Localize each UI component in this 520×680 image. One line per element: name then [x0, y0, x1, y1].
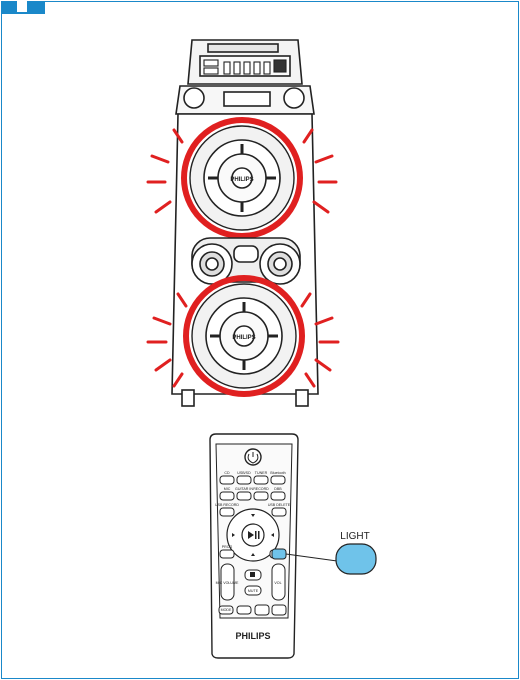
speaker-brand-upper: PHILIPS	[230, 177, 253, 183]
remote-label-record: RECORD	[253, 487, 269, 491]
remote-label-usb-record: USB RECORD	[215, 503, 239, 507]
remote-label-vol: VOL	[274, 581, 281, 585]
remote-label-mute: MUTE	[248, 589, 259, 593]
remote-brand: PHILIPS	[235, 631, 270, 641]
remote-label-mode: MODE	[221, 608, 232, 612]
remote-label-cd: CD	[224, 471, 230, 475]
remote-label-usb: USB/SD	[237, 471, 251, 475]
light-callout-label: LIGHT	[340, 531, 369, 542]
remote-label-mic-volume: MIC VOLUME	[216, 581, 239, 585]
remote-label-guitar: GUITAR IN	[235, 487, 253, 491]
remote-label-dbb: DBB	[274, 487, 282, 491]
light-callout-button	[336, 544, 376, 574]
light-button-highlight[interactable]	[272, 549, 286, 559]
remote-label-bluetooth: Bluetooth	[270, 471, 285, 475]
remote-label-usb-delete: USB DELETE	[268, 503, 291, 507]
party-speaker	[172, 40, 318, 406]
remote-label-tuner: TUNER	[255, 471, 268, 475]
remote-label-mic: MIC	[224, 487, 231, 491]
speaker-brand-lower: PHILIPS	[232, 335, 255, 341]
remote-label-prog: PROG	[222, 545, 233, 549]
